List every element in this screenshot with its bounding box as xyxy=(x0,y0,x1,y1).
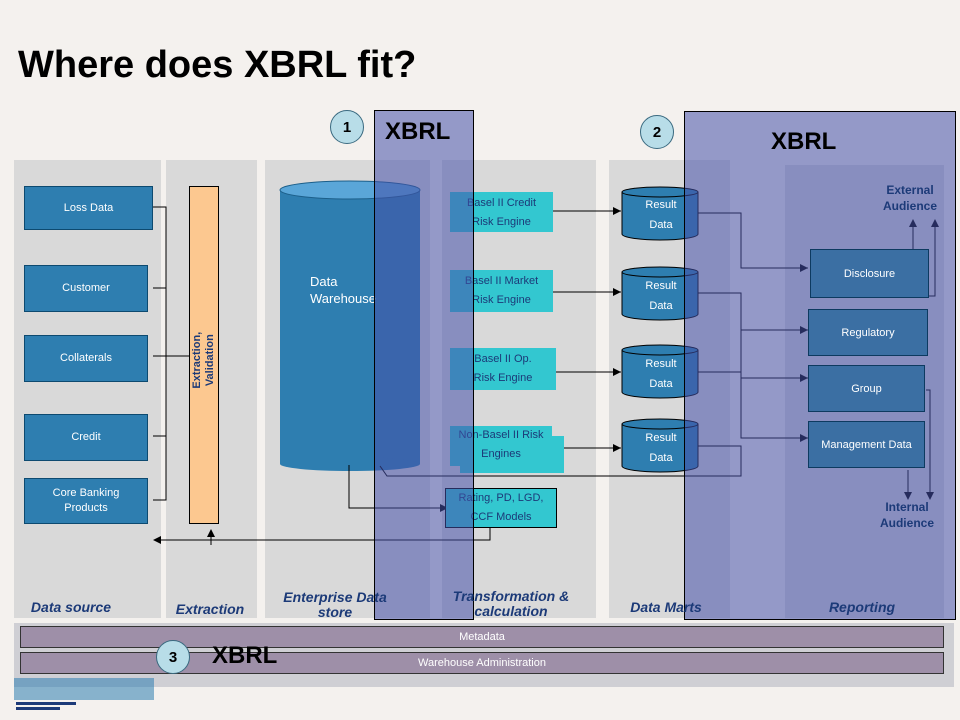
report-group[interactable]: Group xyxy=(808,365,925,412)
result-data-label-3: Result Data xyxy=(645,358,677,390)
result-data-label-4: Result Data xyxy=(645,432,677,464)
extraction-validation-bar: Extraction, Validation xyxy=(189,186,219,524)
report-management-data[interactable]: Management Data xyxy=(808,421,925,468)
result-data-label-2: Result Data xyxy=(645,280,677,312)
source-collaterals[interactable]: Collaterals xyxy=(24,335,148,382)
result-data-cylinder-4 xyxy=(621,418,699,473)
label-data-marts: Data Marts xyxy=(630,599,702,615)
xbrl-circle-2: 2 xyxy=(640,115,674,149)
warehouse-administration-bar: Warehouse Administration xyxy=(20,652,944,674)
source-loss-data[interactable]: Loss Data xyxy=(24,186,153,230)
report-regulatory[interactable]: Regulatory xyxy=(808,309,928,356)
label-extraction: Extraction xyxy=(175,601,245,617)
label-enterprise-data-store: Enterprise Data store xyxy=(283,589,387,621)
source-customer[interactable]: Customer xyxy=(24,265,148,312)
label-reporting: Reporting xyxy=(828,599,896,615)
xbrl-overlay-1 xyxy=(374,110,474,620)
xbrl-label-3: XBRL xyxy=(212,642,278,669)
source-core-banking[interactable]: Core Banking Products xyxy=(24,478,148,524)
extraction-validation-label: Extraction, Validation xyxy=(190,331,216,389)
xbrl-circle-3: 3 xyxy=(156,640,190,674)
page-title: Where does XBRL fit? xyxy=(18,44,417,86)
metadata-bar: Metadata xyxy=(20,626,944,648)
column-data-source xyxy=(14,160,161,618)
xbrl-label-2: XBRL xyxy=(771,128,837,155)
label-transformation: Transformation & calculation xyxy=(452,588,570,620)
internal-audience-label: Internal Audience xyxy=(879,500,934,531)
data-warehouse-label: Data Warehouse xyxy=(310,274,376,306)
label-data-source: Data source xyxy=(30,599,112,615)
xbrl-circle-1: 1 xyxy=(330,110,364,144)
external-audience-label: External Audience xyxy=(882,183,937,214)
xbrl-label-1: XBRL xyxy=(385,118,451,145)
report-disclosure[interactable]: Disclosure xyxy=(810,249,929,298)
xbrl-logo-mark xyxy=(14,678,154,710)
result-data-label-1: Result Data xyxy=(645,199,677,231)
source-credit[interactable]: Credit xyxy=(24,414,148,461)
